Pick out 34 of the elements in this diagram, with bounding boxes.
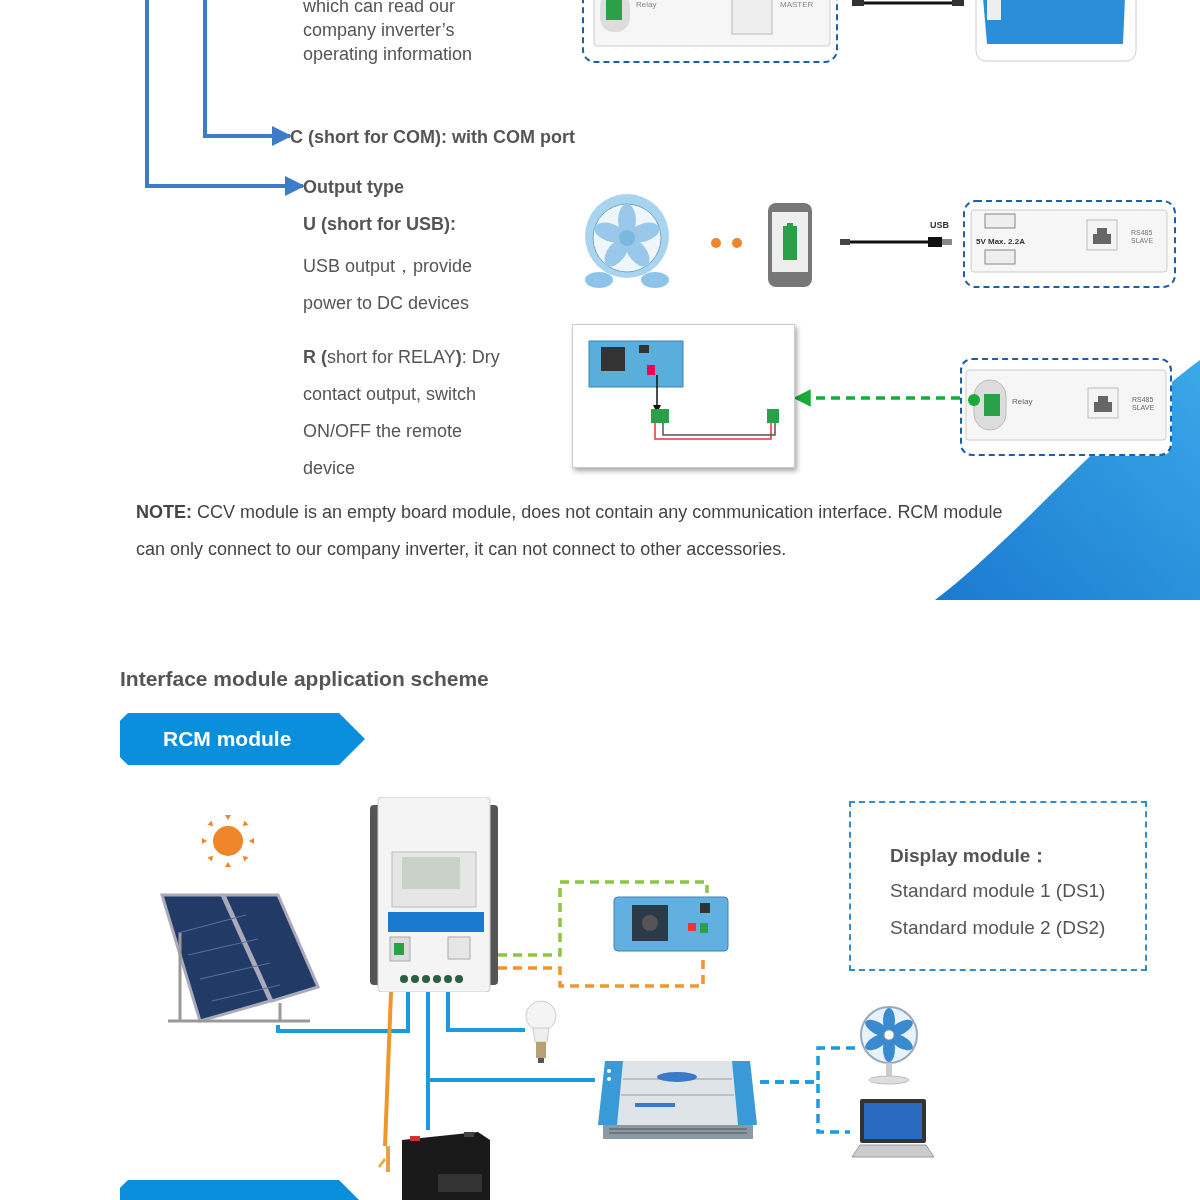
- connection-line: [276, 992, 410, 1033]
- connection-line: [383, 991, 393, 1147]
- port-label: MASTER: [780, 1, 814, 9]
- charge-controller-drawing: [370, 797, 498, 992]
- connection-line: [426, 992, 595, 1082]
- module-option: Standard module 1 (DS1): [890, 880, 1106, 902]
- option-text: C (short for COM): with COM port: [290, 126, 576, 149]
- port-label: USB: [930, 221, 949, 230]
- light-bulb-drawing: [525, 998, 557, 1064]
- port-label: Relay: [1012, 398, 1034, 407]
- connection-line: [498, 880, 709, 957]
- inverter-drawing: [612, 893, 730, 955]
- display-module-panel: [849, 801, 1147, 971]
- solar-panel-drawing: [160, 893, 320, 1025]
- port-label: Relay: [636, 1, 657, 9]
- section-banner: RCM module: [120, 713, 365, 765]
- port-label: 5V Max. 2.2A: [976, 238, 1025, 246]
- arrow: [145, 0, 305, 196]
- arrow: [203, 0, 292, 146]
- description-text: R (short for RELAY): Dry contact output, switch ON/OFF the remote device: [303, 346, 501, 480]
- option-heading: U (short for USB):: [303, 213, 456, 236]
- option-heading: Output type: [303, 176, 405, 199]
- relay-module-panel: [960, 358, 1172, 456]
- connection-line: [760, 1080, 850, 1134]
- panel-heading: Display module：: [890, 844, 1050, 868]
- desk-fan-drawing: [858, 1005, 920, 1085]
- note-text: NOTE: CCV module is an empty board module, does not contain any communication interface. RCM module can only connect to our company inverter, it can not connect to other accessories.: [136, 501, 1004, 561]
- module-option: Standard module 2 (DS2): [890, 917, 1106, 939]
- temperature-sensor-drawing: [378, 1146, 392, 1174]
- relay-wiring-drawing: [572, 324, 795, 468]
- arrow: [793, 389, 960, 407]
- connection-line: [446, 992, 525, 1032]
- description-text: USB output，provide power to DC devices: [303, 255, 474, 315]
- section-title: Interface module application scheme: [120, 666, 489, 692]
